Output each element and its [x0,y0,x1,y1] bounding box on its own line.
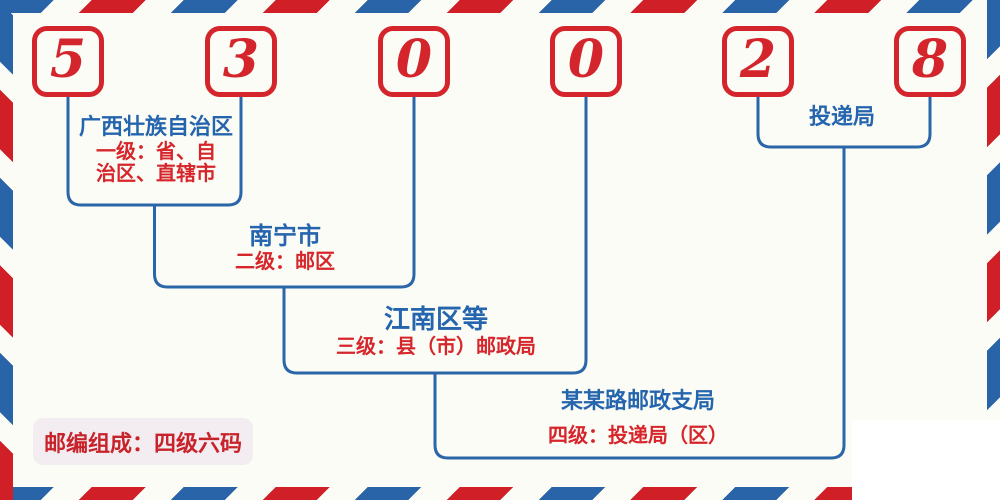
level2-city-name: 南宁市 [249,221,321,250]
digit-box-3: 0 [378,26,450,97]
digit-box-1: 5 [32,26,104,97]
bracket-delivery [756,97,932,149]
delivery-office-annotation: 投递局 [762,104,922,130]
level1-desc-line1: 一级：省、自 [96,141,216,163]
level3-desc: 三级：县（市）邮政局 [336,336,536,358]
envelope-border-right [987,0,1000,500]
bracket-level4 [433,147,846,460]
digit-box-5: 2 [722,26,794,97]
level4-desc: 四级：投递局（区） [548,425,728,447]
level2-annotation: 南宁市 二级：邮区 [155,222,415,274]
digit-2: 3 [222,28,260,90]
level1-region-name: 广西壮族自治区 [78,114,233,140]
digit-3: 0 [395,28,433,90]
delivery-office-label: 投递局 [808,104,875,130]
digit-6: 8 [911,28,949,90]
level1-desc-line2: 治区、直辖市 [96,163,216,185]
badge-label: 邮编组成：四级六码 [43,430,242,457]
level3-annotation: 江南区等 三级：县（市）邮政局 [286,304,586,359]
digit-box-4: 0 [550,26,622,97]
white-corner-patch [852,420,1000,500]
postal-code-composition-badge: 邮编组成：四级六码 [33,418,253,465]
envelope-border-left [0,0,13,500]
level3-district-name: 江南区等 [383,305,488,335]
level4-branch-name: 某某路邮政支局 [560,388,715,414]
digit-1: 5 [49,28,87,90]
digit-4: 0 [567,28,605,90]
digit-box-2: 3 [205,26,277,97]
envelope-border-top [0,0,1000,13]
level1-annotation: 广西壮族自治区 一级：省、自 治区、直辖市 [56,114,256,185]
digit-5: 2 [739,28,777,90]
digit-box-6: 8 [894,26,966,97]
envelope-border-bottom [0,487,1000,500]
level4-annotation: 某某路邮政支局 四级：投递局（区） [478,389,798,447]
level2-desc: 二级：邮区 [235,251,335,273]
